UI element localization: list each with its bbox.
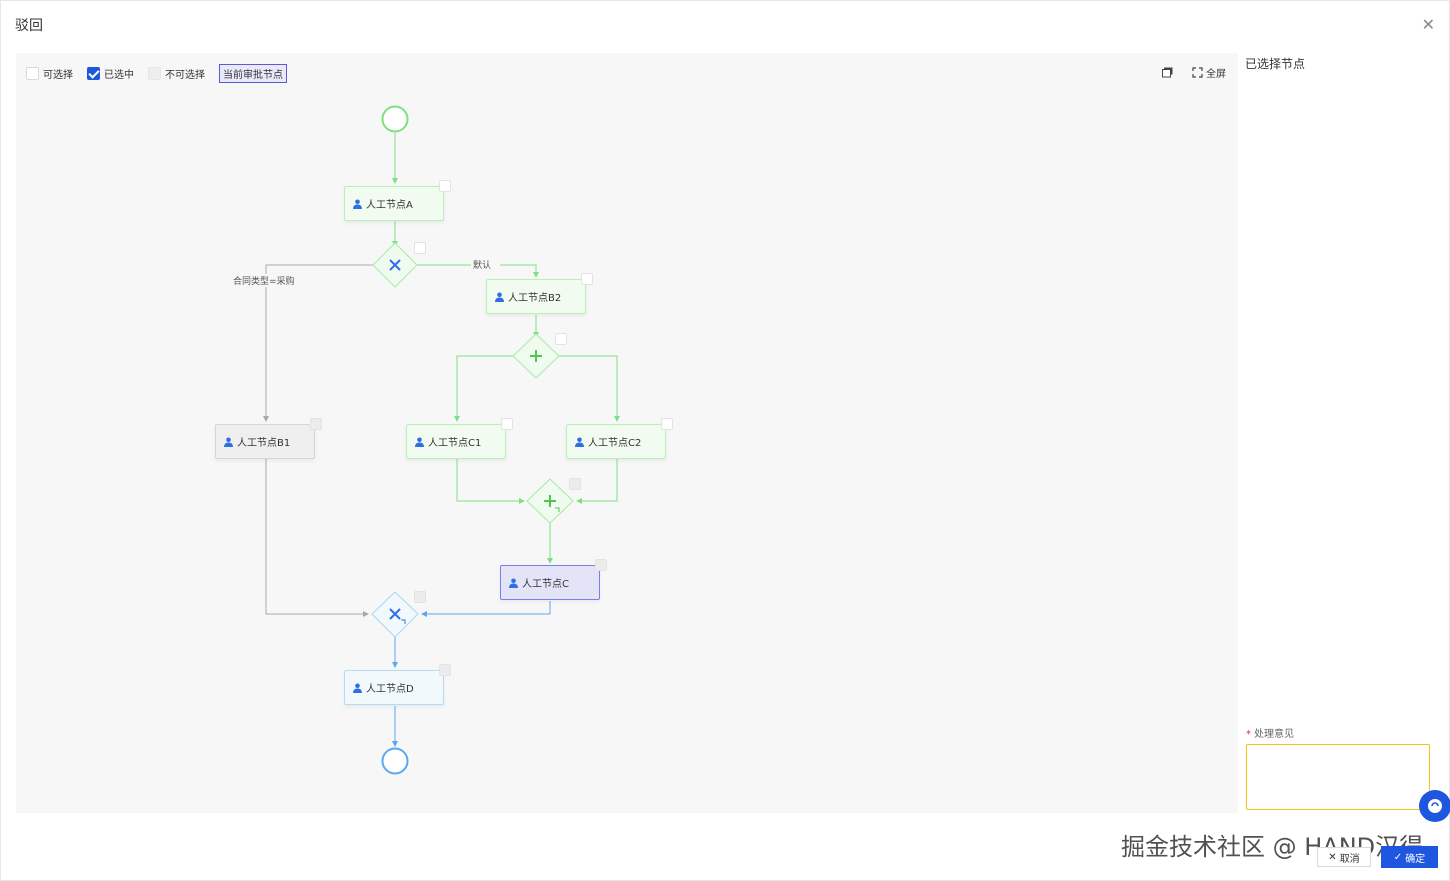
close-icon: ✕: [1328, 851, 1337, 863]
chat-bubble-icon: [1428, 799, 1442, 813]
edge-gateway-b2: [417, 264, 536, 277]
node-b1-label: 人工节点B1: [237, 438, 291, 449]
edge-label-condition: 合同类型=采购: [232, 274, 296, 287]
legend-not-selectable-label: 不可选择: [165, 70, 205, 81]
end-event: [381, 747, 409, 775]
node-c1-label: 人工节点C1: [428, 438, 482, 449]
edge-c2-join: [576, 459, 618, 504]
checkbox-disabled-icon: [148, 67, 161, 80]
node-d-label: 人工节点D: [366, 684, 414, 695]
node-b2[interactable]: 人工节点B2: [486, 279, 586, 314]
minimap-icon: [1162, 67, 1173, 78]
legend: 可选择 已选中 不可选择 当前审批节点: [26, 64, 301, 83]
edge-c1-join: [456, 459, 525, 504]
node-d-checkbox: [439, 664, 451, 676]
node-c: 人工节点C: [500, 565, 600, 600]
cancel-button[interactable]: ✕取消: [1317, 847, 1371, 867]
exclusive-gateway-split: [372, 242, 418, 288]
gateway-split-checkbox[interactable]: [414, 242, 426, 254]
fullscreen-icon: [1192, 67, 1203, 78]
fullscreen-label: 全屏: [1206, 69, 1226, 80]
opinion-textarea[interactable]: [1246, 744, 1430, 810]
dialog-title: 驳回: [15, 18, 43, 34]
parallel-split-checkbox[interactable]: [555, 333, 567, 345]
node-a-checkbox[interactable]: [439, 180, 451, 192]
parallel-gateway-split: [512, 333, 560, 379]
user-icon: [575, 437, 584, 447]
flow-canvas: 可选择 已选中 不可选择 当前审批节点 全屏: [16, 53, 1238, 813]
close-icon[interactable]: ✕: [1421, 15, 1435, 34]
legend-not-selectable: 不可选择: [148, 66, 205, 81]
checkbox-empty-icon: [26, 67, 39, 80]
cancel-label: 取消: [1339, 853, 1360, 865]
node-c1[interactable]: 人工节点C1: [406, 424, 506, 459]
required-mark: *: [1246, 729, 1251, 740]
user-icon: [415, 437, 424, 447]
exclusive-gateway-merge: [371, 591, 419, 638]
node-b1[interactable]: 人工节点B1: [215, 424, 315, 459]
node-c2[interactable]: 人工节点C2: [566, 424, 666, 459]
node-c-checkbox: [595, 559, 607, 571]
node-b2-checkbox[interactable]: [581, 273, 593, 285]
edge-b1-merge: [265, 459, 369, 617]
legend-selected-label: 已选中: [104, 70, 134, 81]
node-b1-checkbox: [310, 418, 322, 430]
confirm-button[interactable]: ✓确定: [1381, 846, 1438, 868]
start-event: [381, 105, 409, 133]
user-icon: [224, 437, 233, 447]
edge-gateway-b1: [263, 264, 373, 422]
flow-edges: [263, 105, 620, 775]
legend-selectable: 可选择: [26, 66, 73, 81]
legend-current-label: 当前审批节点: [219, 64, 287, 83]
node-d: 人工节点D: [344, 670, 444, 705]
edge-parallel-c1: [454, 355, 513, 422]
user-icon: [353, 683, 362, 693]
edge-c-merge: [421, 601, 551, 617]
watermark: 掘金技术社区 @ HAND汉得: [1121, 833, 1424, 861]
check-icon: ✓: [1393, 851, 1403, 863]
gateway-merge-checkbox: [414, 591, 426, 603]
canvas-toolbar: 全屏: [1146, 65, 1226, 80]
node-c2-label: 人工节点C2: [588, 438, 642, 449]
minimap-button[interactable]: [1162, 67, 1176, 78]
node-a-label: 人工节点A: [366, 200, 413, 211]
node-c1-checkbox[interactable]: [501, 418, 513, 430]
opinion-label: *处理意见: [1246, 725, 1294, 740]
parallel-join-checkbox: [569, 478, 581, 490]
opinion-label-text: 处理意见: [1254, 729, 1294, 740]
edge-label-default: 默认: [472, 258, 493, 271]
assistant-float-button[interactable]: [1419, 790, 1450, 822]
legend-current: 当前审批节点: [219, 64, 287, 83]
checkbox-checked-icon: [87, 67, 100, 80]
user-icon: [509, 578, 518, 588]
user-icon: [353, 199, 362, 209]
parallel-gateway-join: [526, 478, 574, 524]
legend-selectable-label: 可选择: [43, 70, 73, 81]
node-a[interactable]: 人工节点A: [344, 186, 444, 221]
node-b2-label: 人工节点B2: [508, 293, 562, 304]
edge-parallel-c2: [559, 355, 620, 422]
node-c2-checkbox[interactable]: [661, 418, 673, 430]
node-c-label: 人工节点C: [522, 579, 569, 590]
fullscreen-button[interactable]: 全屏: [1192, 65, 1226, 80]
user-icon: [495, 292, 504, 302]
confirm-label: 确定: [1405, 853, 1426, 865]
legend-selected: 已选中: [87, 66, 134, 81]
selected-nodes-title: 已选择节点: [1245, 57, 1306, 71]
